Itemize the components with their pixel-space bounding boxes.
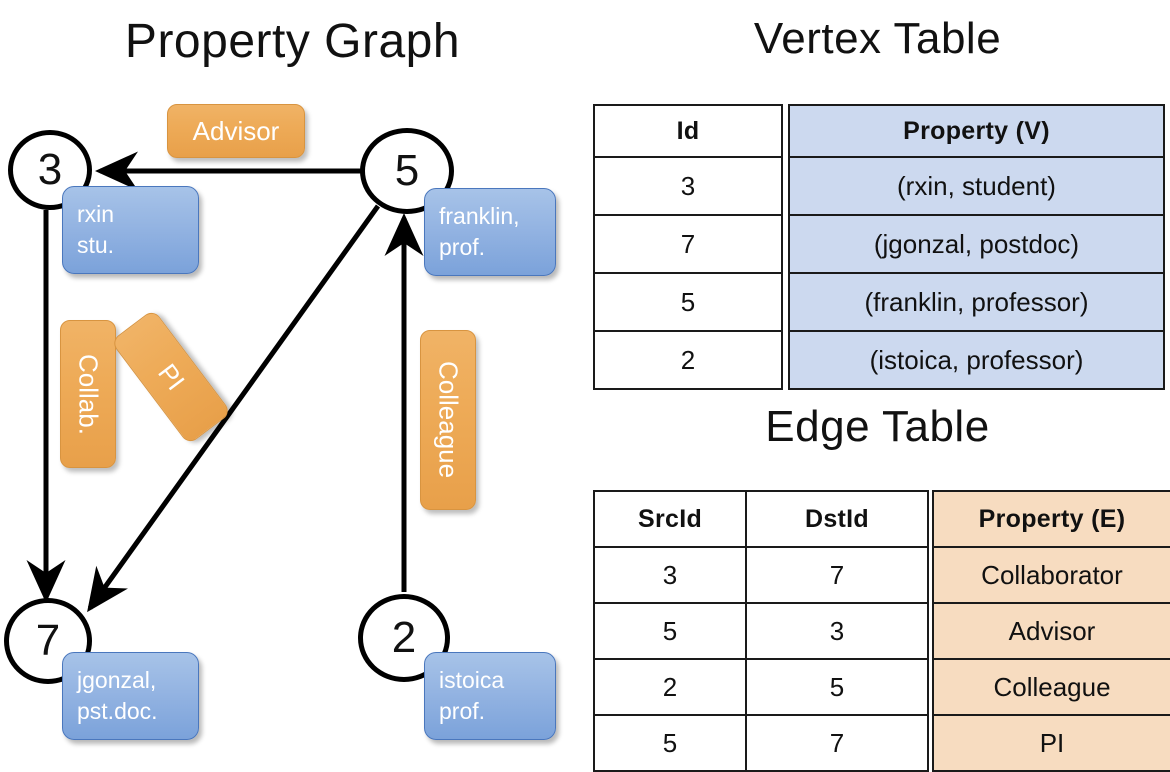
column-header-srcid: SrcId — [593, 490, 747, 548]
cell-srcid: 5 — [593, 602, 747, 660]
edge-label-colleague: Colleague — [420, 330, 476, 510]
vertex-property-line-2: prof. — [439, 234, 486, 261]
page-title-vertex-table: Vertex Table — [753, 14, 1002, 63]
table-row[interactable]: Colleague — [932, 658, 1170, 716]
table-row[interactable]: 5 — [593, 272, 783, 332]
graph-edges-layer — [26, 151, 424, 613]
table-row[interactable]: 3 — [593, 156, 783, 216]
table-row[interactable]: 2 — [593, 330, 783, 390]
edge-arrow-pi — [87, 204, 381, 613]
vertex-property-line-1: jgonzal, — [77, 667, 157, 693]
cell-property: (jgonzal, postdoc) — [788, 214, 1165, 274]
table-row[interactable]: Advisor — [932, 602, 1170, 660]
column-header-dstid: DstId — [745, 490, 929, 548]
edge-table-property-column: Property (E) Collaborator Advisor Collea… — [932, 490, 1170, 772]
vertex-id-label: 2 — [391, 613, 417, 662]
cell-dstid: 7 — [745, 546, 929, 604]
table-row[interactable]: PI — [932, 714, 1170, 772]
cell-property: (franklin, professor) — [788, 272, 1165, 332]
table-row[interactable]: (franklin, professor) — [788, 272, 1165, 332]
column-header-property-e: Property (E) — [932, 490, 1170, 548]
edge-table-id-columns: SrcId DstId 3 7 5 3 2 5 5 7 — [593, 490, 929, 772]
cell-property: (istoica, professor) — [788, 330, 1165, 390]
table-header-row: Id — [593, 104, 783, 158]
table-row[interactable]: 3 7 — [593, 546, 929, 604]
vertex-table: Id 3 7 5 2 Property (V) (rxin, student) … — [593, 104, 1165, 390]
cell-dstid: 5 — [745, 658, 929, 716]
column-header-property-v: Property (V) — [788, 104, 1165, 158]
vertex-property-line-2: stu. — [77, 232, 115, 259]
vertex-property-box-3: rxin stu. — [62, 186, 199, 274]
edge-label-text: PI — [152, 357, 191, 396]
cell-property: Collaborator — [932, 546, 1170, 604]
cell-srcid: 3 — [593, 546, 747, 604]
table-row[interactable]: (rxin, student) — [788, 156, 1165, 216]
table-row[interactable]: (istoica, professor) — [788, 330, 1165, 390]
vertex-table-id-column: Id 3 7 5 2 — [593, 104, 783, 390]
vertex-property-line-1: rxin — [77, 201, 115, 227]
cell-dstid: 7 — [745, 714, 929, 772]
vertex-table-property-column: Property (V) (rxin, student) (jgonzal, p… — [788, 104, 1165, 390]
page-title-property-graph: Property Graph — [124, 15, 461, 68]
edge-label-text: Advisor — [192, 115, 280, 146]
table-row[interactable]: Collaborator — [932, 546, 1170, 604]
property-graph-diagram: 3 5 7 2 rxin stu. franklin, prof. jgonza… — [0, 0, 585, 760]
edge-label-text: Colleague — [433, 361, 464, 479]
vertex-property-line-1: franklin, — [439, 203, 520, 229]
vertex-id-label: 7 — [35, 616, 61, 665]
graph-vertex-2[interactable]: 2 — [358, 594, 450, 682]
edge-table: SrcId DstId 3 7 5 3 2 5 5 7 — [593, 490, 1170, 772]
vertex-property-line-1: istoica — [439, 667, 505, 693]
table-row[interactable]: 5 7 — [593, 714, 929, 772]
page-title-edge-table: Edge Table — [765, 402, 990, 451]
table-row[interactable]: 7 — [593, 214, 783, 274]
vertex-id-label: 3 — [37, 145, 63, 194]
cell-srcid: 5 — [593, 714, 747, 772]
edge-label-advisor: Advisor — [167, 104, 305, 158]
cell-property: Advisor — [932, 602, 1170, 660]
cell-srcid: 2 — [593, 658, 747, 716]
table-row[interactable]: 2 5 — [593, 658, 929, 716]
cell-id: 2 — [593, 330, 783, 390]
vertex-property-box-5: franklin, prof. — [424, 188, 556, 276]
edge-label-text: Collab. — [73, 353, 104, 435]
vertex-property-box-2: istoica prof. — [424, 652, 556, 740]
vertex-property-line-2: prof. — [439, 698, 486, 725]
edge-label-collab: Collab. — [60, 320, 116, 468]
vertex-property-line-2: pst.doc. — [77, 698, 158, 725]
table-header-row: SrcId DstId — [593, 490, 929, 548]
table-row[interactable]: (jgonzal, postdoc) — [788, 214, 1165, 274]
table-header-row: Property (V) — [788, 104, 1165, 158]
cell-id: 7 — [593, 214, 783, 274]
cell-dstid: 3 — [745, 602, 929, 660]
table-row[interactable]: 5 3 — [593, 602, 929, 660]
table-header-row: Property (E) — [932, 490, 1170, 548]
cell-id: 3 — [593, 156, 783, 216]
vertex-id-label: 5 — [394, 146, 420, 195]
cell-id: 5 — [593, 272, 783, 332]
cell-property: Colleague — [932, 658, 1170, 716]
graph-vertex-5[interactable]: 5 — [360, 128, 454, 214]
vertex-property-box-7: jgonzal, pst.doc. — [62, 652, 199, 740]
column-header-id: Id — [593, 104, 783, 158]
cell-property: PI — [932, 714, 1170, 772]
cell-property: (rxin, student) — [788, 156, 1165, 216]
